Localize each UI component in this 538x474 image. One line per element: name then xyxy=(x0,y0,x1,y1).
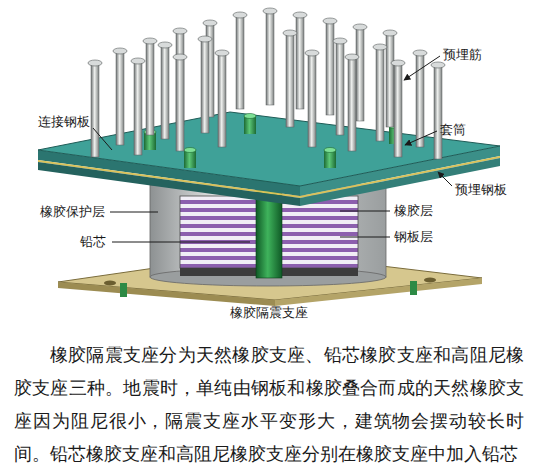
part-label: 橡胶保护层 xyxy=(40,204,105,220)
part-label: 预埋筋 xyxy=(443,47,482,63)
part-label: 预埋钢板 xyxy=(455,182,507,198)
figure-caption: 橡胶隔震支座 xyxy=(230,304,308,322)
part-label: 铅芯 xyxy=(80,234,106,250)
part-label: 连接钢板 xyxy=(38,114,90,130)
part-label: 橡胶层 xyxy=(394,203,433,219)
part-label: 套筒 xyxy=(440,122,466,138)
body-paragraph: 橡胶隔震支座分为天然橡胶支座、铅芯橡胶支座和高阻尼橡胶支座三种。地震时，单纯由钢… xyxy=(14,338,524,470)
part-label: 钢板层 xyxy=(394,229,433,245)
